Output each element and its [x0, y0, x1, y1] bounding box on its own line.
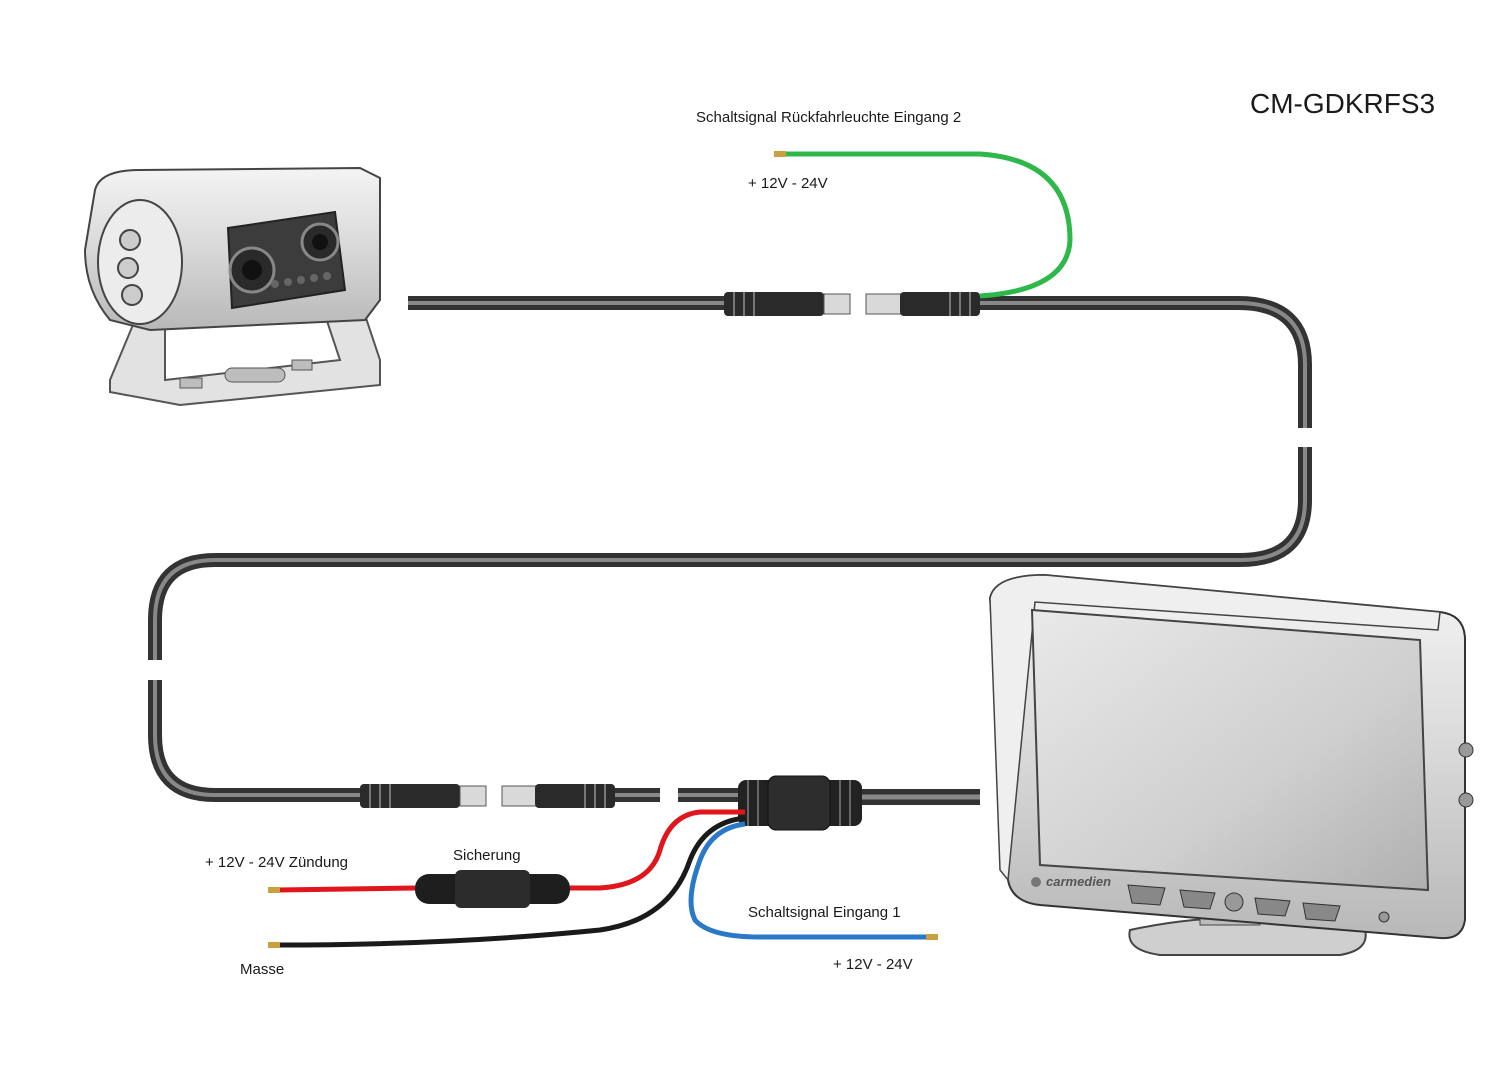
- connector-icon: [360, 292, 980, 831]
- label-switch-signal-2: Schaltsignal Rückfahrleuchte Eingang 2: [696, 109, 962, 126]
- green-wire: [785, 151, 1073, 299]
- monitor-icon: [988, 573, 1474, 956]
- blue-wire: [688, 821, 928, 940]
- main-cable: [148, 296, 1312, 805]
- label-ground: Masse: [240, 961, 285, 978]
- label-fuse: Sicherung: [453, 847, 521, 864]
- camera-icon: [83, 166, 381, 407]
- model-code: CM-GDKRFS3: [1250, 88, 1436, 119]
- label-ignition: + 12V - 24V Zündung: [205, 854, 349, 871]
- red-wire: [570, 809, 745, 891]
- label-switch-signal-2-voltage: + 12V - 24V: [748, 175, 828, 192]
- fuse-icon: [415, 870, 570, 908]
- black-wire: [277, 815, 746, 948]
- label-switch-signal-1: Schaltsignal Eingang 1: [748, 904, 901, 921]
- green-wire-tip: [774, 151, 786, 157]
- label-switch-signal-1-voltage: + 12V - 24V: [833, 956, 913, 973]
- monitor-brand: carmedien: [1046, 874, 1112, 889]
